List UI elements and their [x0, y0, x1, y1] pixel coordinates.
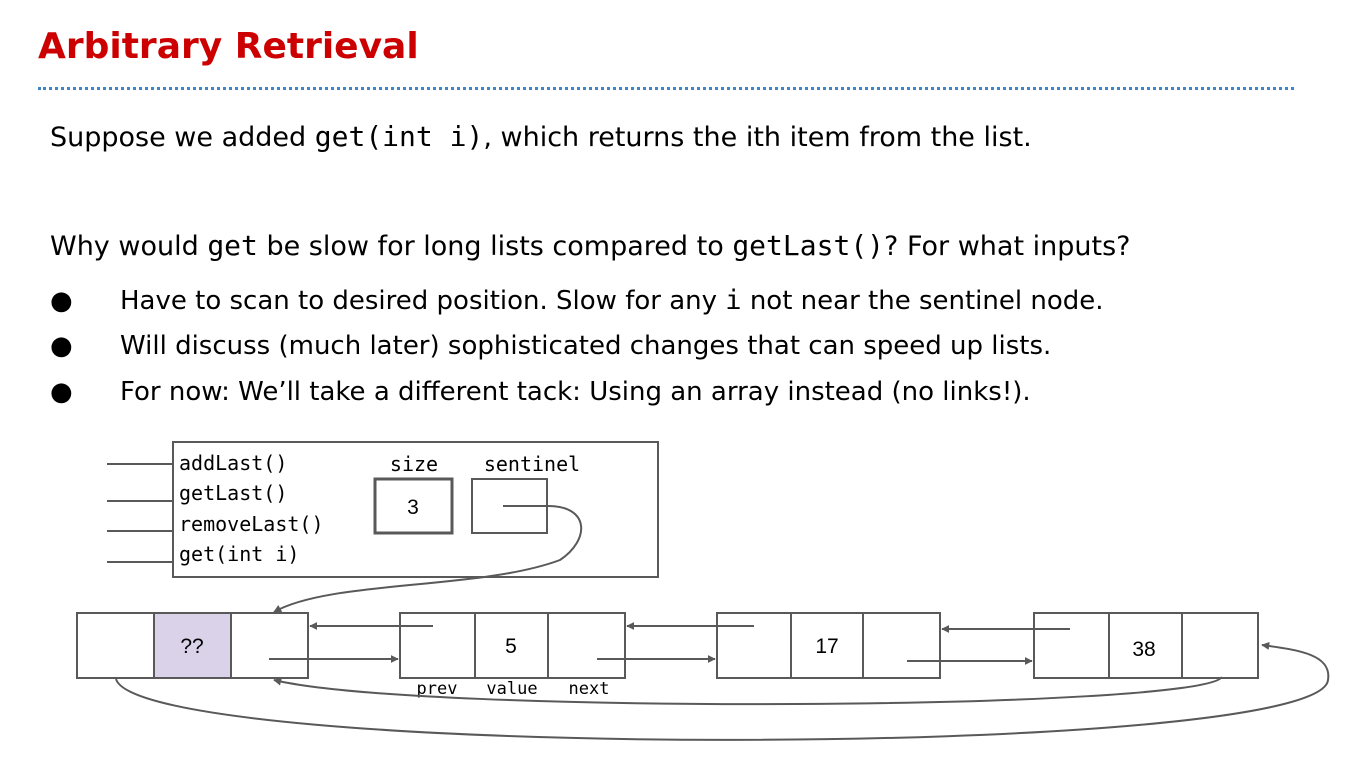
field-label-value: value — [486, 679, 537, 699]
list-node: 17 — [716, 612, 941, 679]
sentinel-node: ?? — [76, 612, 309, 679]
bullet-item: ● Will discuss (much later) sophisticated… — [50, 331, 1051, 361]
node-value: 38 — [1132, 638, 1155, 661]
sentinel-pointer-arrow — [273, 505, 583, 613]
intro-line: Suppose we added get(int i), which retur… — [50, 120, 1032, 153]
method-label-get: get(int i) — [179, 542, 299, 566]
question-text-mid: be slow for long lists compared to — [257, 231, 733, 262]
slide-title: Arbitrary Retrieval — [38, 26, 419, 67]
node-value: 17 — [815, 635, 838, 658]
list-node: 5 — [399, 612, 626, 679]
highlighted-value-cell — [153, 612, 232, 679]
question-text-pre: Why would — [50, 231, 208, 262]
intro-code: get(int i) — [314, 120, 484, 153]
size-value: 3 — [407, 496, 419, 519]
bullet-icon: ● — [50, 331, 73, 361]
sentinel-prev-to-last-arrow — [115, 641, 1330, 741]
bullet-text-pre: Have to scan to desired position. Slow f… — [120, 286, 726, 316]
method-label-removelast: removeLast() — [179, 512, 324, 536]
field-label-next: next — [569, 679, 610, 699]
bullet-code: i — [725, 285, 742, 316]
title-divider — [38, 87, 1294, 90]
bullet-icon: ● — [50, 377, 73, 407]
bullet-icon: ● — [50, 286, 73, 316]
question-line: Why would get be slow for long lists com… — [50, 229, 1130, 262]
question-code-get: get — [207, 229, 258, 262]
method-label-addlast: addLast() — [179, 451, 287, 475]
question-code-getlast: getLast() — [732, 229, 885, 262]
bullet-item: ● For now: We’ll take a different tack: U… — [50, 377, 1031, 407]
question-text-post: ? For what inputs? — [884, 231, 1131, 262]
bullet-item: ● Have to scan to desired position. Slow … — [50, 285, 1104, 316]
field-label-prev: prev — [417, 679, 458, 699]
node-value: ?? — [180, 635, 203, 658]
bullet-text: Will discuss (much later) sophisticated … — [120, 331, 1052, 361]
size-box — [373, 477, 454, 535]
bullet-text: For now: We’ll take a different tack: Us… — [120, 377, 1031, 407]
intro-text-post: , which returns the ith item from the li… — [483, 122, 1032, 153]
method-label-getlast: getLast() — [179, 481, 287, 505]
node-value: 5 — [505, 635, 517, 658]
bullet-text-post: not near the sentinel node. — [741, 286, 1104, 316]
size-label: size — [390, 452, 438, 476]
sentinel-label: sentinel — [484, 452, 580, 476]
intro-text-pre: Suppose we added — [50, 122, 315, 153]
list-node: 38 — [1033, 612, 1259, 679]
last-next-to-sentinel-arrow — [273, 676, 1223, 706]
